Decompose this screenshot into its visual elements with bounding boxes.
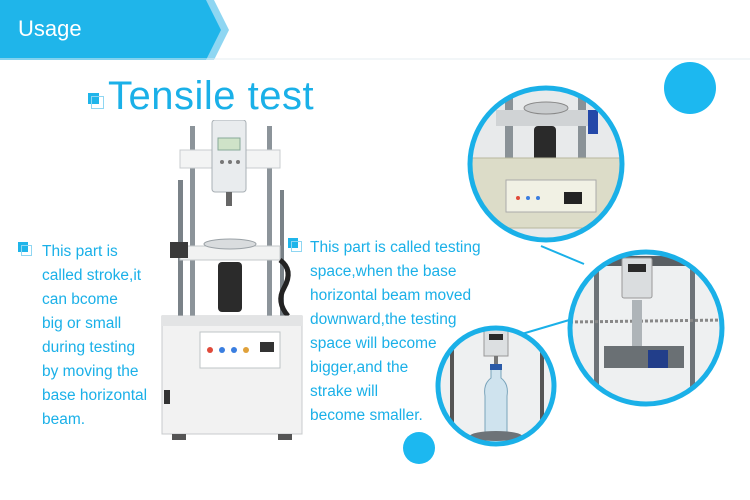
text-line: This part is bbox=[42, 243, 118, 260]
stroke-description: This part is called stroke,it can bcome … bbox=[18, 240, 167, 432]
text-line: strake will bbox=[310, 383, 379, 400]
text-line: big or small bbox=[42, 315, 122, 332]
inset-right bbox=[570, 252, 722, 404]
testing-space-description: This part is called testing space,when t… bbox=[288, 236, 500, 428]
text-line: space will become bbox=[310, 335, 437, 352]
text-line: become smaller. bbox=[310, 407, 423, 424]
text-line: horizontal beam moved bbox=[310, 287, 472, 304]
text-line: space,when the base bbox=[310, 263, 457, 280]
bullet-square-icon bbox=[18, 242, 32, 256]
text-line: base horizontal bbox=[42, 387, 148, 404]
bullet-square-icon bbox=[88, 93, 104, 109]
text-line: called stroke,it bbox=[42, 267, 142, 284]
header-banner bbox=[0, 0, 750, 60]
text-line: This part is called testing bbox=[310, 239, 481, 256]
inset-top bbox=[470, 88, 622, 240]
text-line: by moving the bbox=[42, 363, 139, 380]
text-line: beam. bbox=[42, 411, 86, 428]
decor-circle-small bbox=[403, 432, 435, 464]
text-line: downward,the testing bbox=[310, 311, 457, 328]
text-line: can bcome bbox=[42, 291, 118, 308]
decor-circle-large bbox=[664, 62, 716, 114]
page-title: Tensile test bbox=[108, 74, 315, 118]
tensile-tester-machine bbox=[161, 120, 303, 440]
text-line: bigger,and the bbox=[310, 359, 409, 376]
header-label: Usage bbox=[18, 16, 82, 41]
bullet-square-icon bbox=[288, 238, 302, 252]
section-heading: Tensile test bbox=[88, 74, 314, 118]
text-line: during testing bbox=[42, 339, 136, 356]
